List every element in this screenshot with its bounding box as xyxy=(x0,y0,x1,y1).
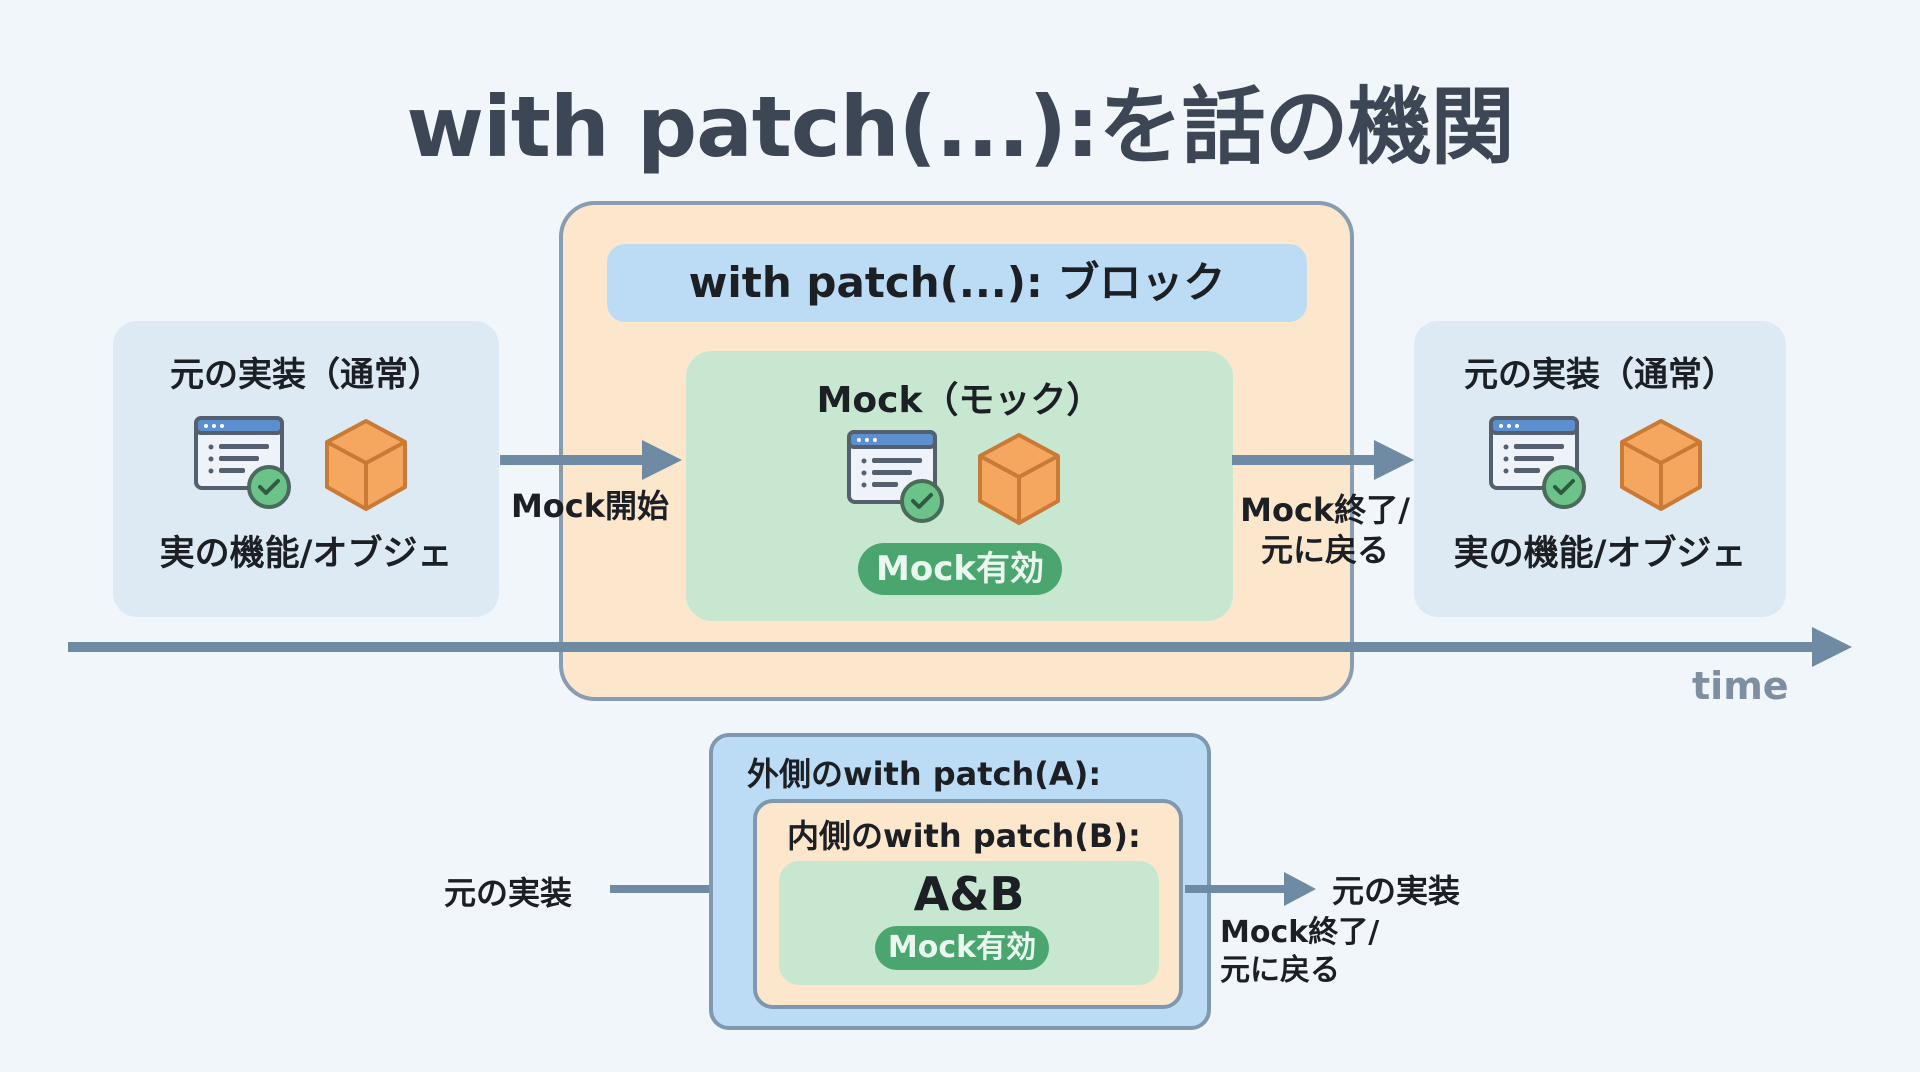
cube-icon xyxy=(978,433,1060,525)
cube-icon xyxy=(1620,419,1702,511)
window-check-icon xyxy=(194,416,291,509)
nested-output-label: 元の実装 xyxy=(1332,872,1461,910)
mock-start-label: Mock開始 xyxy=(510,487,670,525)
after-box: 元の実装（通常） 実の機能/オブジェ xyxy=(1414,321,1786,617)
mock-end-label-line1: Mock終了/ xyxy=(1240,491,1410,529)
window-check-icon xyxy=(1489,416,1586,509)
after-title: 元の実装（通常） xyxy=(1464,355,1736,395)
inner-patch-label: 内側のwith patch(B): xyxy=(787,817,1141,855)
before-label: 実の機能/オブジェ xyxy=(159,534,453,574)
ab-mock-box: A&B Mock有効 xyxy=(779,861,1159,985)
nested-end-label-line2: 元に戻る xyxy=(1220,953,1340,988)
before-box: 元の実装（通常） 実の機能/オブジェ xyxy=(113,321,499,617)
diagram-title: with patch(...):を話の機関 xyxy=(406,78,1514,176)
nested-input-label: 元の実装 xyxy=(444,874,573,912)
nested-mock-active-badge: Mock有効 xyxy=(875,926,1049,970)
nested-end-label-line1: Mock終了/ xyxy=(1220,915,1380,950)
mock-title: Mock（モック） xyxy=(816,380,1103,421)
after-label: 実の機能/オブジェ xyxy=(1453,534,1747,574)
outer-patch-box: 外側のwith patch(A): 内側のwith patch(B): A&B … xyxy=(709,733,1211,1030)
mock-box: Mock（モック） Mock有効 xyxy=(686,351,1233,621)
patch-block-header: with patch(...): ブロック xyxy=(607,244,1307,322)
ab-label: A&B xyxy=(913,867,1025,921)
mock-active-badge: Mock有効 xyxy=(858,543,1062,595)
cube-icon xyxy=(325,419,407,511)
window-check-icon xyxy=(847,430,944,523)
mock-end-label-line2: 元に戻る xyxy=(1260,531,1389,569)
inner-patch-box: 内側のwith patch(B): A&B Mock有効 xyxy=(753,799,1183,1009)
patch-block: with patch(...): ブロック Mock（モック） Mock有効 xyxy=(559,201,1354,701)
before-title: 元の実装（通常） xyxy=(170,355,442,395)
mock-end-label: Mock終了/ 元に戻る xyxy=(1230,490,1420,570)
outer-patch-label: 外側のwith patch(A): xyxy=(747,755,1102,793)
nested-end-label: Mock終了/ 元に戻る xyxy=(1220,914,1379,990)
time-axis-label: time xyxy=(1692,664,1789,708)
